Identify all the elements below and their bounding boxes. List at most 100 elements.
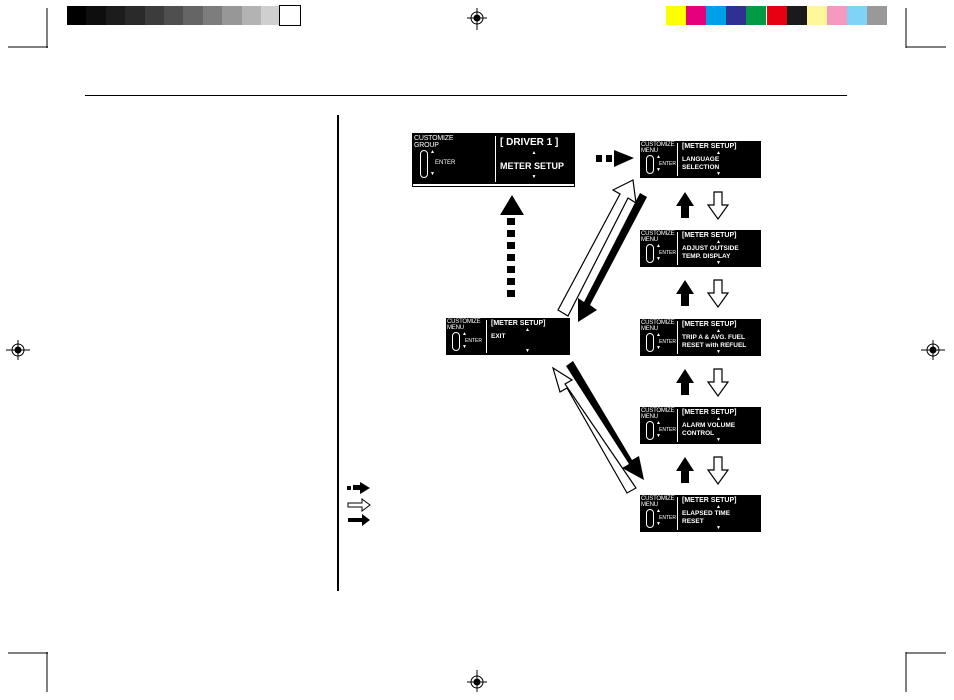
knob-down-icon: ▼ xyxy=(656,521,661,527)
legend-hollow-arrow xyxy=(347,498,371,512)
gray-swatch xyxy=(183,6,203,25)
scroll-up-icon: ▲ xyxy=(716,239,721,245)
process-swatch xyxy=(766,6,787,25)
knob-down-icon: ▼ xyxy=(462,344,467,350)
gray-swatch xyxy=(105,6,126,25)
display-label: CUSTOMIZE MENU xyxy=(641,496,675,508)
gray-swatch xyxy=(261,6,281,25)
gray-swatch xyxy=(241,6,261,25)
enter-label: ENTER xyxy=(465,337,482,344)
display-label: CUSTOMIZE MENU xyxy=(641,320,675,332)
selector-knob-icon xyxy=(646,421,654,440)
gray-swatch xyxy=(279,5,301,26)
display-body: LANGUAGE SELECTION xyxy=(682,156,720,171)
display-body: ALARM VOLUME CONTROL xyxy=(682,422,736,437)
display-label: CUSTOMIZE GROUP xyxy=(414,135,454,149)
gray-swatch xyxy=(164,6,184,25)
enter-label: ENTER xyxy=(659,514,676,521)
display-header: [METER SETUP] xyxy=(491,320,546,327)
scroll-down-icon: ▼ xyxy=(716,260,721,266)
selector-knob-icon xyxy=(646,509,654,528)
solid-arrow-exit-to-elapsed xyxy=(566,361,644,480)
down-arrow-trip-to-alarm xyxy=(706,368,730,398)
selector-knob-icon xyxy=(646,244,654,263)
down-arrow-language-to-temp xyxy=(706,191,730,221)
process-swatch xyxy=(686,6,707,25)
header-rule xyxy=(85,95,847,96)
enter-label: ENTER xyxy=(659,338,676,345)
process-swatch xyxy=(746,6,767,25)
scroll-down-icon: ▼ xyxy=(531,174,537,180)
registration-mark-top xyxy=(467,8,487,30)
legend-solid-arrow xyxy=(348,514,370,526)
scroll-up-icon: ▲ xyxy=(716,328,721,334)
display-divider xyxy=(677,232,678,265)
knob-down-icon: ▼ xyxy=(656,345,661,351)
knob-down-icon: ▼ xyxy=(656,433,661,439)
selector-knob-icon xyxy=(646,333,654,352)
scroll-up-icon: ▲ xyxy=(716,150,721,156)
display-exit: CUSTOMIZE MENU▲▼ENTER[METER SETUP]▲EXIT▼ xyxy=(446,318,570,355)
knob-up-icon: ▲ xyxy=(656,243,661,249)
display-divider xyxy=(677,497,678,530)
scroll-up-icon: ▲ xyxy=(716,416,721,422)
knob-down-icon: ▼ xyxy=(656,256,661,262)
process-swatch xyxy=(826,6,847,25)
display-divider xyxy=(677,321,678,354)
scroll-up-icon: ▲ xyxy=(716,504,721,510)
display-label: CUSTOMIZE MENU xyxy=(641,231,675,243)
dashed-arrow-right xyxy=(596,150,634,167)
display-divider xyxy=(486,320,487,353)
display-elapsed: CUSTOMIZE MENU▲▼ENTER[METER SETUP]▲ELAPS… xyxy=(640,495,761,532)
display-label: CUSTOMIZE MENU xyxy=(447,319,481,331)
knob-up-icon: ▲ xyxy=(656,332,661,338)
enter-label: ENTER xyxy=(659,160,676,167)
knob-down-icon: ▼ xyxy=(656,167,661,173)
down-arrow-temp-to-trip xyxy=(706,279,730,309)
up-arrow-alarm-to-trip xyxy=(676,369,694,395)
scroll-up-icon: ▲ xyxy=(525,327,530,333)
up-arrow-trip-to-temp xyxy=(676,280,694,306)
scroll-down-icon: ▼ xyxy=(716,525,721,531)
display-body: METER SETUP xyxy=(500,161,565,171)
selector-knob-icon xyxy=(646,155,654,174)
process-swatch xyxy=(867,6,888,25)
display-label: CUSTOMIZE MENU xyxy=(641,408,675,420)
display-body: EXIT xyxy=(491,333,506,340)
gray-swatch xyxy=(202,6,223,25)
display-header: [METER SETUP] xyxy=(682,409,737,416)
legend-dashed-arrow xyxy=(347,482,370,494)
display-temp: CUSTOMIZE MENU▲▼ENTER[METER SETUP]▲ADJUS… xyxy=(640,230,761,267)
dashed-arrow-up xyxy=(500,195,524,297)
process-swatch xyxy=(726,6,747,25)
display-divider xyxy=(495,136,496,182)
display-label: CUSTOMIZE MENU xyxy=(641,142,675,154)
scroll-up-icon: ▲ xyxy=(531,150,537,156)
knob-up-icon: ▲ xyxy=(656,420,661,426)
process-swatch xyxy=(666,6,687,25)
scroll-down-icon: ▼ xyxy=(716,437,721,443)
gray-swatch xyxy=(222,6,242,25)
process-swatch xyxy=(846,6,867,25)
display-trip: CUSTOMIZE MENU▲▼ENTER[METER SETUP]▲TRIP … xyxy=(640,319,761,356)
knob-up-icon: ▲ xyxy=(462,331,467,337)
down-arrow-alarm-to-elapsed xyxy=(706,456,730,486)
knob-down-icon: ▼ xyxy=(430,171,435,177)
enter-label: ENTER xyxy=(659,426,676,433)
enter-label: ENTER xyxy=(659,249,676,256)
knob-up-icon: ▲ xyxy=(656,508,661,514)
process-swatch xyxy=(786,6,807,25)
display-language: CUSTOMIZE MENU▲▼ENTER[METER SETUP]▲LANGU… xyxy=(640,141,761,178)
display-alarm: CUSTOMIZE MENU▲▼ENTER[METER SETUP]▲ALARM… xyxy=(640,407,761,444)
process-swatch xyxy=(706,6,727,25)
scroll-down-icon: ▼ xyxy=(525,348,530,354)
display-divider xyxy=(677,409,678,442)
gray-swatch xyxy=(144,6,164,25)
gray-swatch xyxy=(86,6,106,25)
display-body: TRIP A & AVG. FUEL RESET with REFUEL xyxy=(682,334,747,349)
column-rule xyxy=(337,115,339,591)
solid-arrow-language-to-exit xyxy=(578,193,647,322)
up-arrow-temp-to-language xyxy=(676,192,694,218)
